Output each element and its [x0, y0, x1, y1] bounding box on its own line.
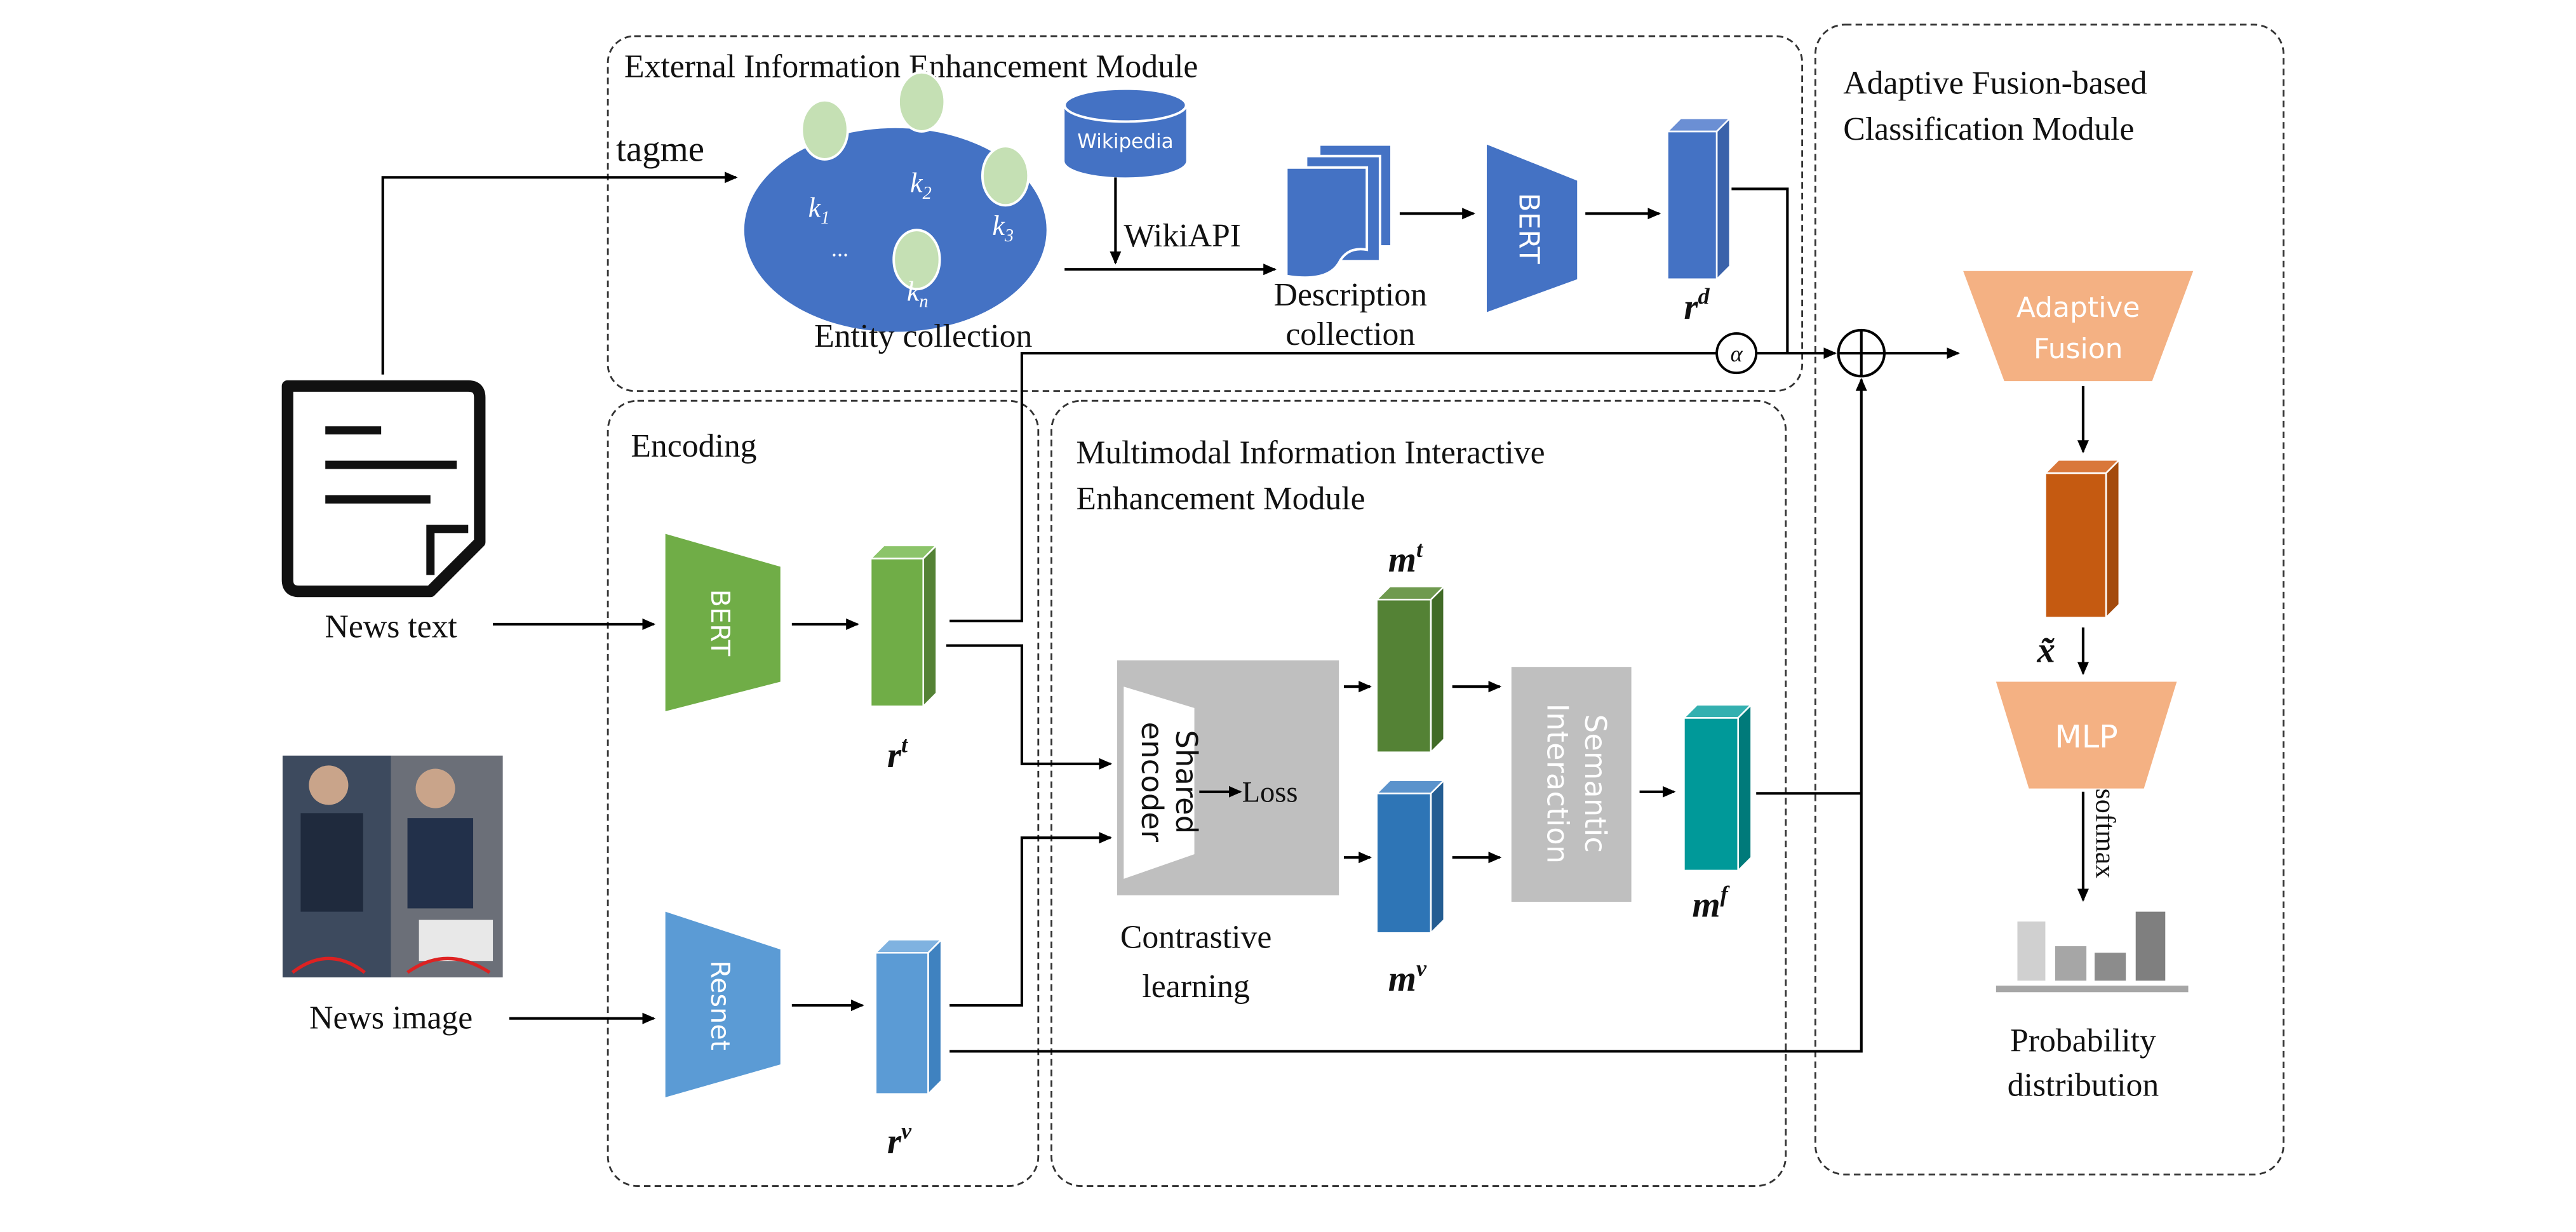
description-label-2: collection — [1285, 316, 1415, 352]
resnet-label: Resnet — [705, 960, 735, 1050]
mf-vector-cuboid — [1682, 702, 1754, 873]
softmax-label: softmax — [2090, 789, 2121, 879]
classification-module-box — [1814, 23, 2284, 1175]
rv-vector-cuboid — [873, 937, 944, 1096]
entity-collection-ellipse — [744, 70, 1047, 332]
alpha-label: α — [1731, 341, 1743, 366]
adaptive-fusion-label-1: Adaptive — [2016, 291, 2140, 324]
adaptive-fusion-label-2: Fusion — [2034, 333, 2123, 365]
probability-label-1: Probability — [2010, 1022, 2156, 1059]
shared-encoder-block — [1124, 686, 1195, 879]
entity-k1: k1 — [808, 192, 830, 227]
mv-vector-cuboid — [1374, 778, 1446, 935]
semantic-interaction-block — [1511, 667, 1632, 902]
shared-encoder-label-1: Shared — [1169, 730, 1204, 834]
rv-to-sum-arrow — [949, 377, 1867, 1053]
resnet-encoder — [665, 911, 781, 1097]
multimodal-module-title-1: Multimodal Information Interactive — [1076, 434, 1545, 471]
wikipedia-database-icon — [1063, 87, 1188, 178]
semantic-label-2: Interaction — [1541, 704, 1575, 864]
probability-label-2: distribution — [2008, 1067, 2159, 1103]
external-bert-encoder — [1486, 144, 1578, 312]
mlp-label: MLP — [2055, 718, 2117, 755]
rv-label: rv — [887, 1118, 912, 1162]
entity-k2: k2 — [910, 168, 932, 203]
mt-vector-cuboid — [1374, 584, 1446, 754]
classification-module-title-1: Adaptive Fusion-based — [1843, 65, 2147, 101]
news-text-document-icon — [281, 380, 486, 598]
concat-plus-node — [1837, 328, 1886, 378]
wikiapi-label: WikiAPI — [1124, 218, 1241, 254]
tagme-label: tagme — [616, 129, 704, 169]
encoding-module-title: Encoding — [631, 428, 756, 464]
encoding-module-box — [607, 399, 1040, 1187]
external-module-box — [607, 35, 1804, 392]
wikipedia-label: Wikipedia — [1077, 130, 1173, 153]
rd-label: rd — [1684, 284, 1710, 327]
text-bert-label: BERT — [705, 589, 735, 657]
entity-k3: k3 — [992, 210, 1014, 246]
entity-collection-label: Entity collection — [814, 318, 1032, 354]
contrastive-label-1: Contrastive — [1120, 920, 1271, 956]
rt-to-alpha-line — [949, 352, 1717, 622]
rt-vector-cuboid — [868, 543, 939, 709]
external-bert-label: BERT — [1513, 192, 1545, 264]
probability-bars-icon — [1996, 911, 2189, 993]
loss-label: Loss — [1242, 776, 1298, 808]
x-tilde-label: x̃ — [2037, 630, 2055, 670]
description-label-1: Description — [1274, 277, 1427, 313]
news-image-photo — [282, 755, 503, 978]
adaptive-fusion-block — [1963, 271, 2194, 382]
news-text-label: News text — [325, 609, 458, 645]
mlp-block — [1996, 681, 2177, 789]
mv-label: mv — [1388, 955, 1427, 998]
text-bert-encoder — [665, 533, 781, 712]
news-image-label: News image — [309, 1000, 473, 1036]
rd-vector-cuboid — [1665, 116, 1732, 281]
fused-x-cuboid — [2043, 458, 2121, 620]
rt-to-shared-encoder-arrow — [946, 644, 1113, 770]
rt-label: rt — [887, 732, 908, 775]
contrastive-label-2: learning — [1142, 968, 1249, 1005]
description-documents-icon — [1285, 143, 1393, 279]
mf-label: mf — [1692, 881, 1730, 925]
rv-to-shared-encoder-arrow — [949, 832, 1113, 1007]
tagme-arrow — [381, 171, 738, 375]
mt-label: mt — [1388, 537, 1423, 580]
multimodal-module-title-2: Enhancement Module — [1076, 481, 1365, 517]
shared-encoder-label-2: encoder — [1135, 721, 1169, 842]
semantic-label-1: Semantic — [1578, 714, 1613, 853]
rd-line — [1731, 187, 1789, 354]
entity-ellipsis: ... — [831, 236, 849, 262]
classification-module-title-2: Classification Module — [1843, 111, 2134, 147]
entity-kn: kn — [907, 276, 929, 311]
